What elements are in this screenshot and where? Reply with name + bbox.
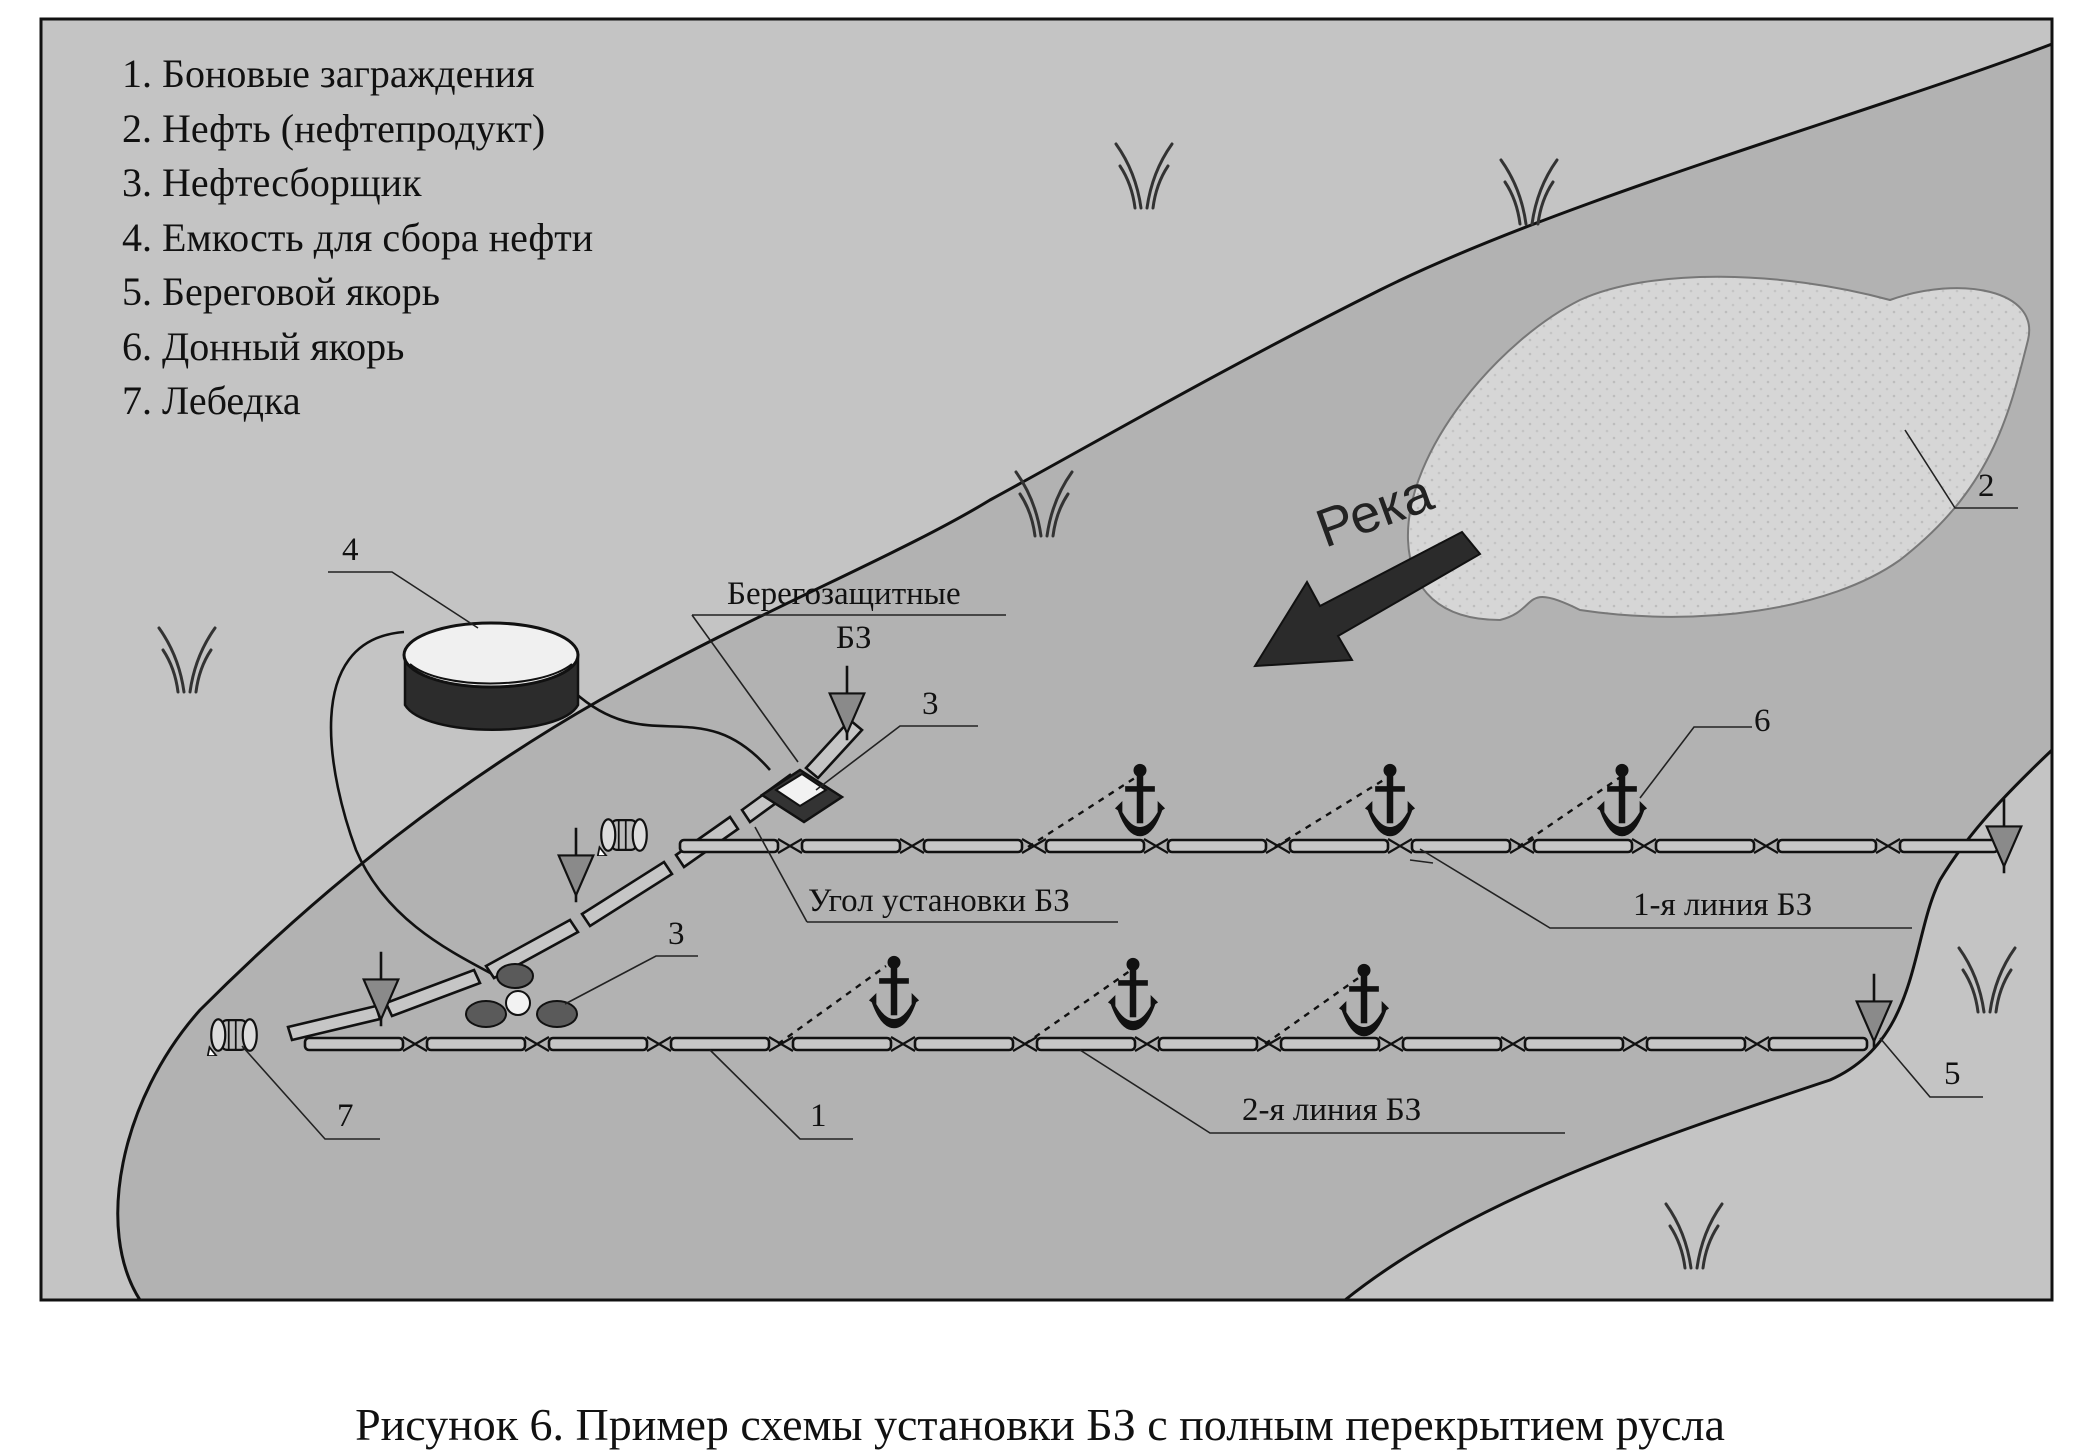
boom-segment	[1166, 838, 1268, 854]
boom-connector	[1021, 838, 1047, 854]
legend: 1. Боновые заграждения 2. Нефть (нефтепр…	[122, 51, 593, 423]
skimmer-icon	[465, 963, 578, 1028]
skimmer-hose	[573, 691, 771, 771]
boom-segment	[1767, 1036, 1869, 1052]
legend-item: 4. Емкость для сбора нефти	[122, 215, 593, 260]
boom-connector	[646, 1036, 672, 1052]
leader-line	[1079, 1049, 1565, 1134]
boom-segment	[800, 838, 902, 854]
boom-connector	[1387, 838, 1413, 854]
boom-segment	[669, 1036, 771, 1052]
boom-connector	[899, 838, 925, 854]
tank-icon	[402, 621, 580, 731]
boom-connector	[524, 1036, 550, 1052]
boom-segment	[1532, 838, 1634, 854]
legend-item: 3. Нефтесборщик	[122, 160, 422, 205]
pump-hose	[329, 630, 513, 987]
anchor-tether	[1024, 967, 1135, 1045]
boom-connector	[1509, 838, 1535, 854]
boom-connector	[1753, 838, 1779, 854]
label-line-2: 2-я линия БЗ	[1242, 1092, 1421, 1128]
leader-line	[1639, 726, 1752, 799]
boom-segment	[1035, 1036, 1137, 1052]
boom-connector	[1875, 838, 1901, 854]
boom-connector	[1622, 1036, 1648, 1052]
boom-connector	[1500, 1036, 1526, 1052]
boom-segment	[1776, 838, 1878, 854]
label-number-6: 6	[1754, 703, 1771, 739]
oil-slick	[1406, 275, 2031, 622]
anchor-tether	[1274, 774, 1391, 849]
boom-segment	[1523, 1036, 1625, 1052]
leader-line	[241, 1045, 380, 1140]
skimmer-icon	[759, 768, 845, 824]
leader-line	[1879, 1037, 1983, 1098]
boom-segment	[1157, 1036, 1259, 1052]
boom-segment	[1288, 838, 1390, 854]
boom-connector	[890, 1036, 916, 1052]
boom-connector	[1143, 838, 1169, 854]
label-number-7: 7	[337, 1098, 354, 1134]
boom-segment	[922, 838, 1024, 854]
label-number-2: 2	[1978, 468, 1995, 504]
leader-line	[1419, 848, 1912, 929]
boom-connector	[1378, 1036, 1404, 1052]
legend-item: 2. Нефть (нефтепродукт)	[122, 106, 545, 151]
boom-line-1	[678, 838, 2000, 854]
leader-line	[709, 1049, 853, 1140]
boom-connector	[1134, 1036, 1160, 1052]
boom-segment	[913, 1036, 1015, 1052]
boom-segment	[1401, 1036, 1503, 1052]
boom-segment	[425, 1036, 527, 1052]
leader-line	[328, 571, 479, 629]
boom-connector	[402, 1036, 428, 1052]
river-flow-arrow	[1253, 530, 1482, 668]
label-number-4: 4	[342, 532, 359, 568]
label-number-1: 1	[810, 1098, 827, 1134]
anchor-tether	[777, 965, 887, 1045]
label-number-5: 5	[1944, 1056, 1961, 1092]
boom-segment	[678, 838, 780, 854]
boom-segment	[1279, 1036, 1381, 1052]
winch-icon	[206, 1018, 258, 1056]
boom-segment	[547, 1036, 649, 1052]
label-number-3: 3	[668, 916, 685, 952]
anchor-tether	[1027, 774, 1139, 849]
label-number-3: 3	[922, 686, 939, 722]
boom-connector	[768, 1036, 794, 1052]
boom-segment	[1898, 838, 2000, 854]
boom-segment	[1044, 838, 1146, 854]
label-shore-booms: Берегозащитные	[727, 576, 961, 612]
boom-line-2	[303, 1036, 1869, 1052]
anchor-tether	[1264, 973, 1365, 1045]
boom-segment	[303, 1036, 405, 1052]
boom-connector	[777, 838, 803, 854]
boom-connector	[1744, 1036, 1770, 1052]
anchor-tether	[1517, 775, 1623, 848]
winch-icon	[596, 818, 648, 856]
figure-caption: Рисунок 6. Пример схемы установки БЗ с п…	[355, 1399, 1725, 1450]
boom-segment	[791, 1036, 893, 1052]
leader-line	[754, 826, 808, 923]
leader-line	[564, 955, 698, 1005]
boom-connector	[1631, 838, 1657, 854]
legend-item: 5. Береговой якорь	[122, 269, 440, 314]
boom-segment	[1645, 1036, 1747, 1052]
leader-line	[1904, 429, 2018, 509]
label-line-1: 1-я линия БЗ	[1633, 887, 1812, 923]
leader-line	[691, 614, 799, 763]
legend-item: 7. Лебедка	[122, 378, 301, 423]
boom-segment	[1654, 838, 1756, 854]
leader-line	[815, 725, 978, 791]
boom-connector	[1256, 1036, 1282, 1052]
label-shore-booms-bz: БЗ	[836, 620, 871, 656]
boom-segment	[1410, 838, 1512, 854]
leader-line	[1409, 859, 1434, 864]
legend-item: 6. Донный якорь	[122, 324, 404, 369]
label-angle: Угол установки БЗ	[808, 883, 1070, 919]
legend-item: 1. Боновые заграждения	[122, 51, 535, 96]
